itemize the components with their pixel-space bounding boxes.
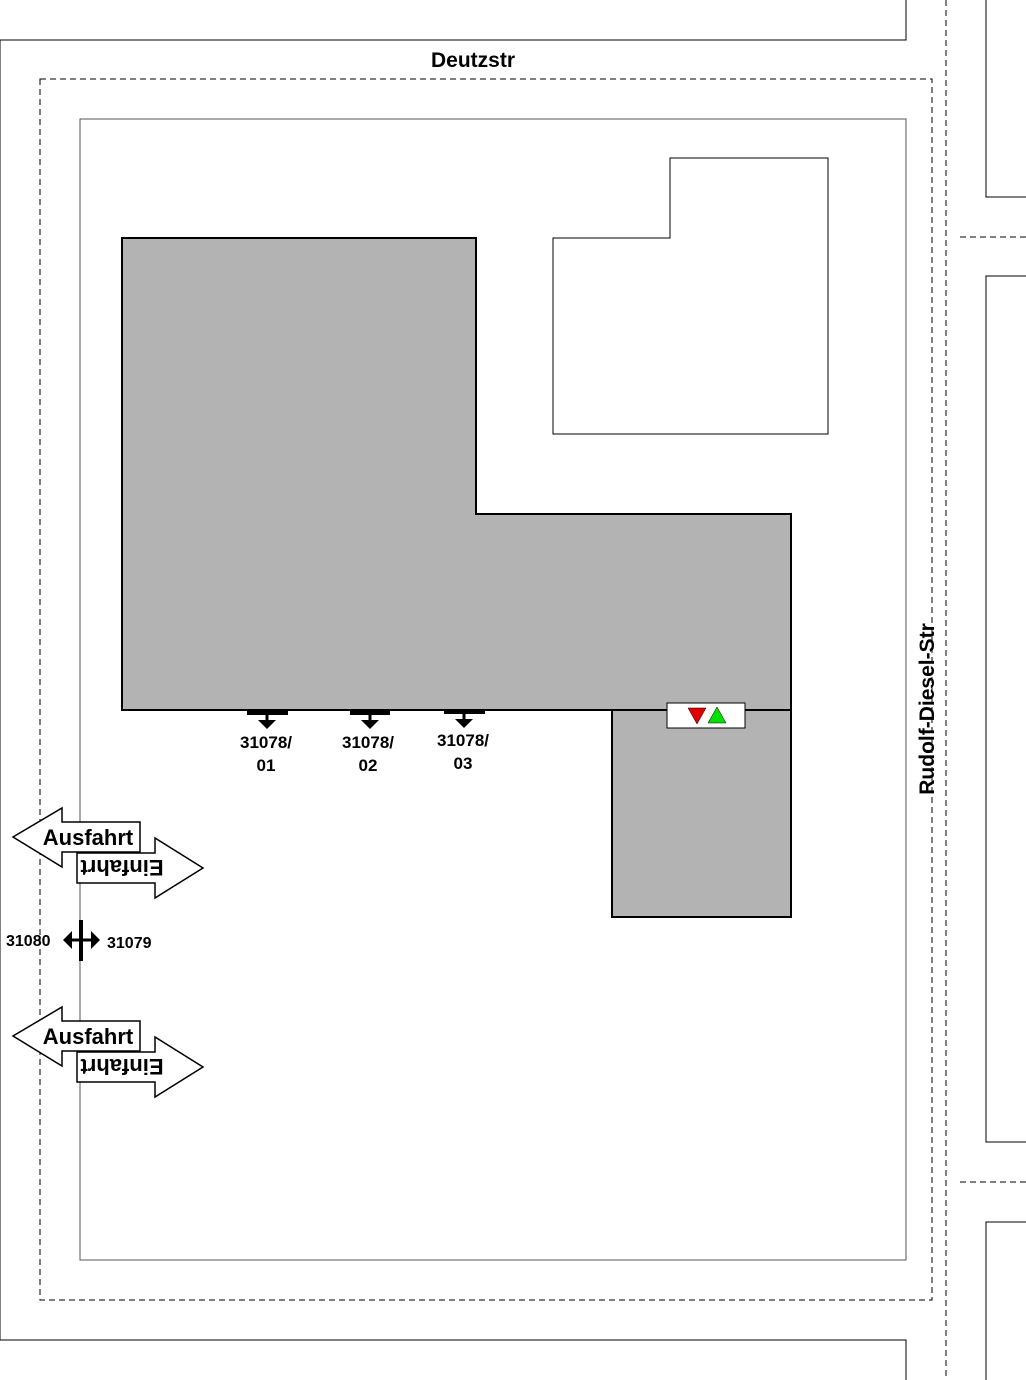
- building-annex: [611, 709, 792, 918]
- exit-label: Ausfahrt: [43, 1024, 134, 1049]
- street-label-top: Deutzstr: [431, 49, 515, 72]
- main-building: [121, 237, 792, 711]
- exit-arrow-icon: [11, 1005, 141, 1068]
- red-down-triangle-icon: [687, 707, 707, 725]
- dock-arrow-icon: [258, 720, 276, 729]
- entry-arrow-icon: [76, 1035, 205, 1099]
- dock-02: 31078/ 02: [342, 711, 394, 775]
- dock-label: 02: [359, 756, 378, 775]
- block-bottom-right: [985, 1221, 1026, 1380]
- gate-2: Einfahrt Ausfahrt: [11, 1005, 205, 1099]
- dock-03: 31078/ 03: [437, 710, 489, 773]
- exit-label: Ausfahrt: [43, 825, 134, 850]
- dock-label: 01: [257, 756, 276, 775]
- street-edge-left-bottom: [0, 40, 907, 1380]
- street-label-right: Rudolf-Diesel-Str: [916, 623, 939, 795]
- entry-arrow-icon: [76, 836, 205, 900]
- gate-id-left: 31080: [6, 933, 51, 950]
- green-up-triangle-icon: [707, 706, 727, 724]
- exit-arrow-icon: [11, 806, 141, 869]
- dock-arrow-icon: [455, 719, 473, 728]
- entry-label: Einfahrt: [80, 855, 164, 880]
- street-edge-top: [0, 0, 907, 41]
- secondary-building: [552, 157, 829, 435]
- site-area: [79, 118, 907, 1261]
- dock-arrow-icon: [361, 720, 379, 729]
- gate-marker: 31080 31079: [6, 920, 152, 961]
- dock-label: 31078/: [342, 733, 394, 752]
- gate-1: Einfahrt Ausfahrt: [11, 806, 205, 900]
- dock-label: 31078/: [240, 733, 292, 752]
- property-boundary: [39, 78, 933, 1301]
- arrow-left-icon: [63, 931, 72, 949]
- dock-label: 31078/: [437, 731, 489, 750]
- dock-01: 31078/ 01: [240, 711, 292, 775]
- traffic-signal: [666, 702, 746, 729]
- dock-label: 03: [454, 754, 473, 773]
- block-middle-right: [985, 275, 1026, 1143]
- arrow-right-icon: [91, 931, 100, 949]
- gate-id-right: 31079: [107, 935, 152, 952]
- entry-label: Einfahrt: [80, 1054, 164, 1079]
- block-top-right: [985, 0, 1026, 198]
